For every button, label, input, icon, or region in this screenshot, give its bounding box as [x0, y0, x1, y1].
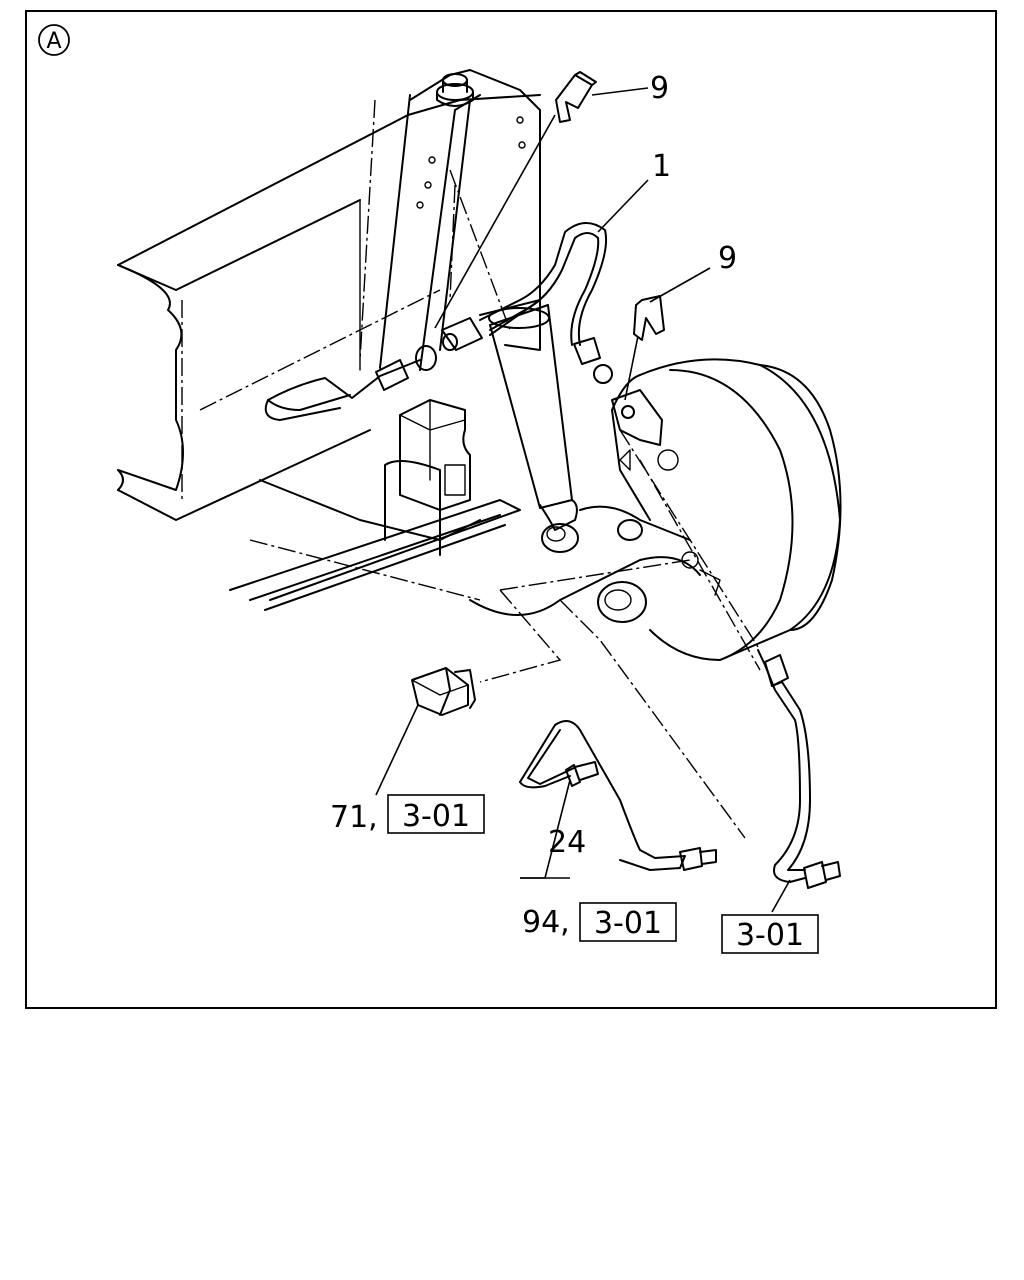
callout-clip-upper: 9: [650, 71, 669, 106]
callout-pipe-number: 94,: [522, 905, 570, 940]
frame-rail: [117, 94, 541, 521]
drum-bracket: [611, 389, 663, 446]
ref-grommet: 3-01: [402, 799, 470, 834]
svg-text:A: A: [46, 29, 61, 54]
ref-box-right-pipe: [721, 914, 819, 954]
callout-clip-right: 9: [718, 241, 737, 276]
callout-brake-hose: 1: [652, 149, 671, 184]
callout-grommet-number: 71,: [330, 800, 378, 835]
left-pipe: [264, 345, 437, 421]
clip-right: [633, 295, 665, 341]
callout-connector: 24: [548, 825, 586, 860]
diagram-frame: [25, 10, 997, 1009]
ref-box-grommet: [387, 794, 485, 834]
leader-lines: [375, 87, 791, 913]
clip-upper: [555, 71, 597, 123]
ref-right-pipe: 3-01: [736, 918, 804, 953]
centerlines: [359, 99, 761, 839]
section-marker: A: [38, 24, 70, 56]
axle-housing: [249, 505, 701, 623]
brake-hose: [441, 222, 613, 384]
lower-pipe: [519, 720, 717, 871]
grommet: [411, 667, 476, 716]
bracket-plate: [379, 69, 541, 371]
brake-drum: [611, 358, 842, 661]
shock-absorber: [479, 299, 579, 553]
right-pipe: [757, 649, 841, 889]
leaf-spring: [229, 399, 521, 611]
ref-pipe: 3-01: [594, 906, 662, 941]
ref-box-pipe: [579, 902, 677, 942]
top-bolt: [436, 73, 474, 107]
